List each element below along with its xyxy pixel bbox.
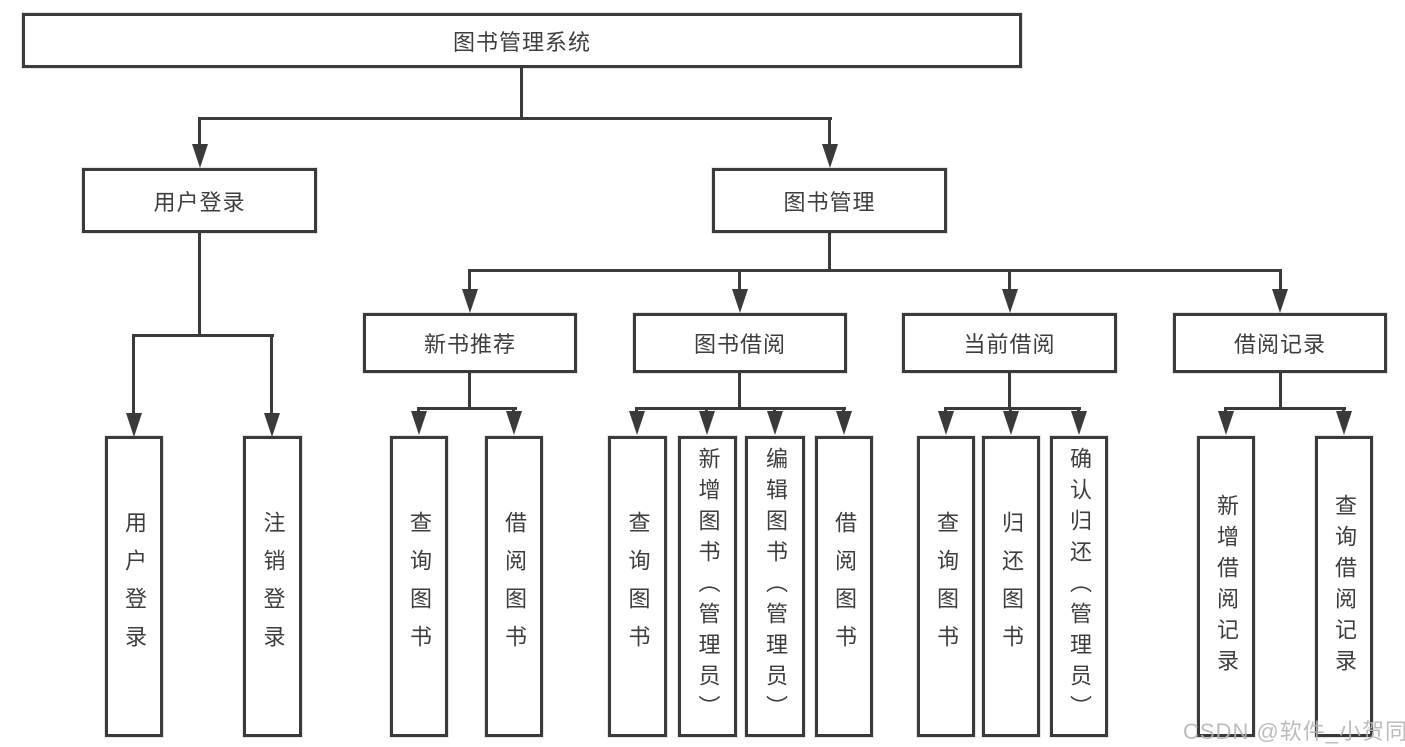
leaf-return-book-label: 归还图书 [999,510,1024,663]
leaf-query-borrow-record: 查询借阅记录 [1315,436,1373,737]
arrow-down-icon [1336,411,1352,435]
arrow-down-icon [192,144,208,168]
leaf-query-book-3-label: 查询图书 [934,510,959,663]
arrow-down-icon [264,413,280,437]
connector-line [199,117,832,120]
node-new-book-recommend: 新书推荐 [363,313,577,373]
node-borrow-record-label: 借阅记录 [1233,332,1326,357]
connector-line [828,117,831,147]
arrow-down-icon [732,289,748,313]
connector-line [1224,407,1346,410]
csdn-watermark: CSDN @软件_小贺同学 [1183,719,1405,744]
leaf-edit-book-admin-label: 编辑图书（管理员） [763,447,788,726]
node-book-borrow: 图书借阅 [633,313,847,373]
leaf-logout: 注销登录 [243,436,302,737]
arrow-down-icon [1218,411,1234,435]
leaf-confirm-return-admin-label: 确认归还（管理员） [1067,447,1092,726]
leaf-query-book-1-label: 查询图书 [407,510,432,663]
leaf-query-book-1: 查询图书 [390,436,448,737]
arrow-down-icon [1002,289,1018,313]
leaf-return-book: 归还图书 [982,436,1040,737]
arrow-down-icon [1003,411,1019,435]
leaf-logout-label: 注销登录 [260,510,286,663]
arrow-down-icon [1071,411,1087,435]
arrow-down-icon [699,411,715,435]
node-book-management-label: 图书管理 [783,189,876,215]
arrow-down-icon [822,144,838,168]
connector-line [132,334,274,337]
leaf-borrow-book-1: 借阅图书 [485,436,543,737]
arrow-down-icon [629,411,645,435]
arrow-down-icon [411,411,427,435]
leaf-edit-book-admin: 编辑图书（管理员） [745,436,805,737]
arrow-down-icon [938,411,954,435]
connector-line [1279,373,1282,410]
leaf-query-book-2: 查询图书 [608,436,667,737]
arrow-down-icon [767,411,783,435]
leaf-borrow-book-1-label: 借阅图书 [502,510,527,663]
node-book-borrow-label: 图书借阅 [693,332,786,357]
connector-line [944,407,1081,410]
leaf-borrow-book-2-label: 借阅图书 [832,510,857,663]
connector-line [635,407,846,410]
node-user-login: 用户登录 [82,168,317,233]
leaf-add-book-admin-label: 新增图书（管理员） [695,447,721,726]
node-root-label: 图书管理系统 [452,29,591,55]
connector-line [738,269,741,293]
connector-line [468,269,471,293]
arrow-down-icon [1272,289,1288,313]
arrow-down-icon [462,289,478,313]
node-root: 图书管理系统 [22,13,1022,68]
leaf-query-borrow-record-label: 查询借阅记录 [1332,493,1357,680]
leaf-add-borrow-record: 新增借阅记录 [1197,436,1255,737]
leaf-borrow-book-2: 借阅图书 [815,436,873,737]
arrow-down-icon [126,413,142,437]
node-borrow-record: 借阅记录 [1173,313,1387,373]
connector-line [468,373,471,410]
connector-line [132,334,135,414]
leaf-user-login-label: 用户登录 [122,510,147,663]
connector-line [738,373,741,410]
node-book-management: 图书管理 [712,168,947,233]
connector-line [198,233,201,337]
connector-line [417,407,517,410]
node-user-login-label: 用户登录 [153,189,246,215]
node-current-borrow-label: 当前借阅 [963,332,1056,357]
node-current-borrow: 当前借阅 [902,313,1117,373]
connector-line [828,233,831,272]
arrow-down-icon [506,411,522,435]
connector-line [1279,269,1282,293]
leaf-confirm-return-admin: 确认归还（管理员） [1050,436,1108,737]
connector-line [520,68,523,118]
leaf-add-book-admin: 新增图书（管理员） [678,436,737,737]
connector-line [468,269,1282,272]
node-new-book-recommend-label: 新书推荐 [423,332,516,357]
connector-line [198,117,201,147]
arrow-down-icon [836,411,852,435]
leaf-query-book-3: 查询图书 [917,436,975,737]
connector-line [1008,269,1011,293]
leaf-query-book-2-label: 查询图书 [625,510,651,663]
leaf-add-borrow-record-label: 新增借阅记录 [1214,493,1239,680]
connector-line [270,334,273,414]
leaf-user-login: 用户登录 [105,436,163,737]
connector-line [1008,373,1011,410]
